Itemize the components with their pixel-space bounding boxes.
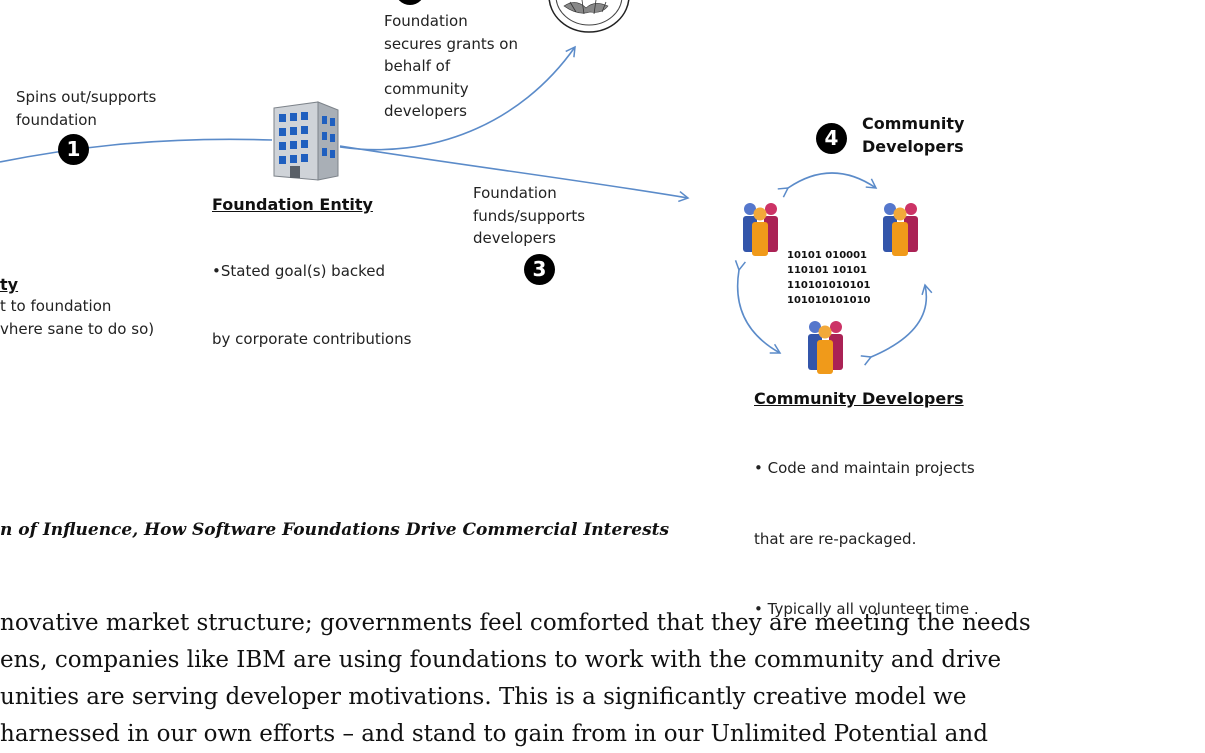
body-line: unities are serving developer motivation… <box>0 684 967 710</box>
people-icon-left <box>743 203 778 256</box>
community-developers-block: Community Developers • Code and maintain… <box>754 389 979 669</box>
cycle-arrow-top <box>777 172 878 198</box>
step-badge-4: 4 <box>816 123 847 154</box>
community-developers-title: Community Developers <box>754 389 964 408</box>
community-developers-header: Community Developers <box>862 114 965 156</box>
diagram-connectors <box>0 45 933 366</box>
binary-code-text: 10101 010001 110101 10101 110101010101 1… <box>787 250 871 306</box>
foundation-entity-title: Foundation Entity <box>212 195 373 214</box>
body-line: harnessed in our own efforts – and stand… <box>0 721 988 747</box>
step-badge-3: 3 <box>524 254 555 285</box>
spins-out-label: Spins out/supports foundation <box>16 88 157 129</box>
body-paragraph: novative market structure; governments f… <box>0 605 1031 753</box>
partial-entity-block: ty t to foundation vhere sane to do so) <box>0 275 154 340</box>
foundation-entity-bullets: •Stated goal(s) backed by corporate cont… <box>212 262 412 348</box>
community-developers-bullets: • Code and maintain projects that are re… <box>754 459 979 618</box>
foundation-grants-label: Foundation secures grants on behalf of c… <box>384 12 518 120</box>
foundation-entity-block: Foundation Entity •Stated goal(s) backed… <box>212 195 411 395</box>
spin-out-connector <box>0 138 273 163</box>
building-icon <box>273 101 339 181</box>
partial-entity-title: ty <box>0 275 19 294</box>
seal-icon <box>548 0 630 33</box>
partial-entity-lines: t to foundation vhere sane to do so) <box>0 297 155 338</box>
people-icon-bottom <box>808 321 843 374</box>
cycle-arrow-left <box>734 260 782 354</box>
body-line: novative market structure; governments f… <box>0 610 1031 636</box>
badge-partial <box>395 0 425 5</box>
foundation-funds-label: Foundation funds/supports developers <box>473 184 586 247</box>
figure-caption: n of Influence, How Software Foundations… <box>0 520 670 540</box>
step-badge-1: 1 <box>58 134 89 165</box>
body-line: ens, companies like IBM are using founda… <box>0 647 1002 673</box>
grants-arrow <box>339 45 576 151</box>
people-icon-right <box>883 203 918 256</box>
cycle-arrow-right <box>860 283 933 366</box>
funds-arrow <box>339 145 690 203</box>
